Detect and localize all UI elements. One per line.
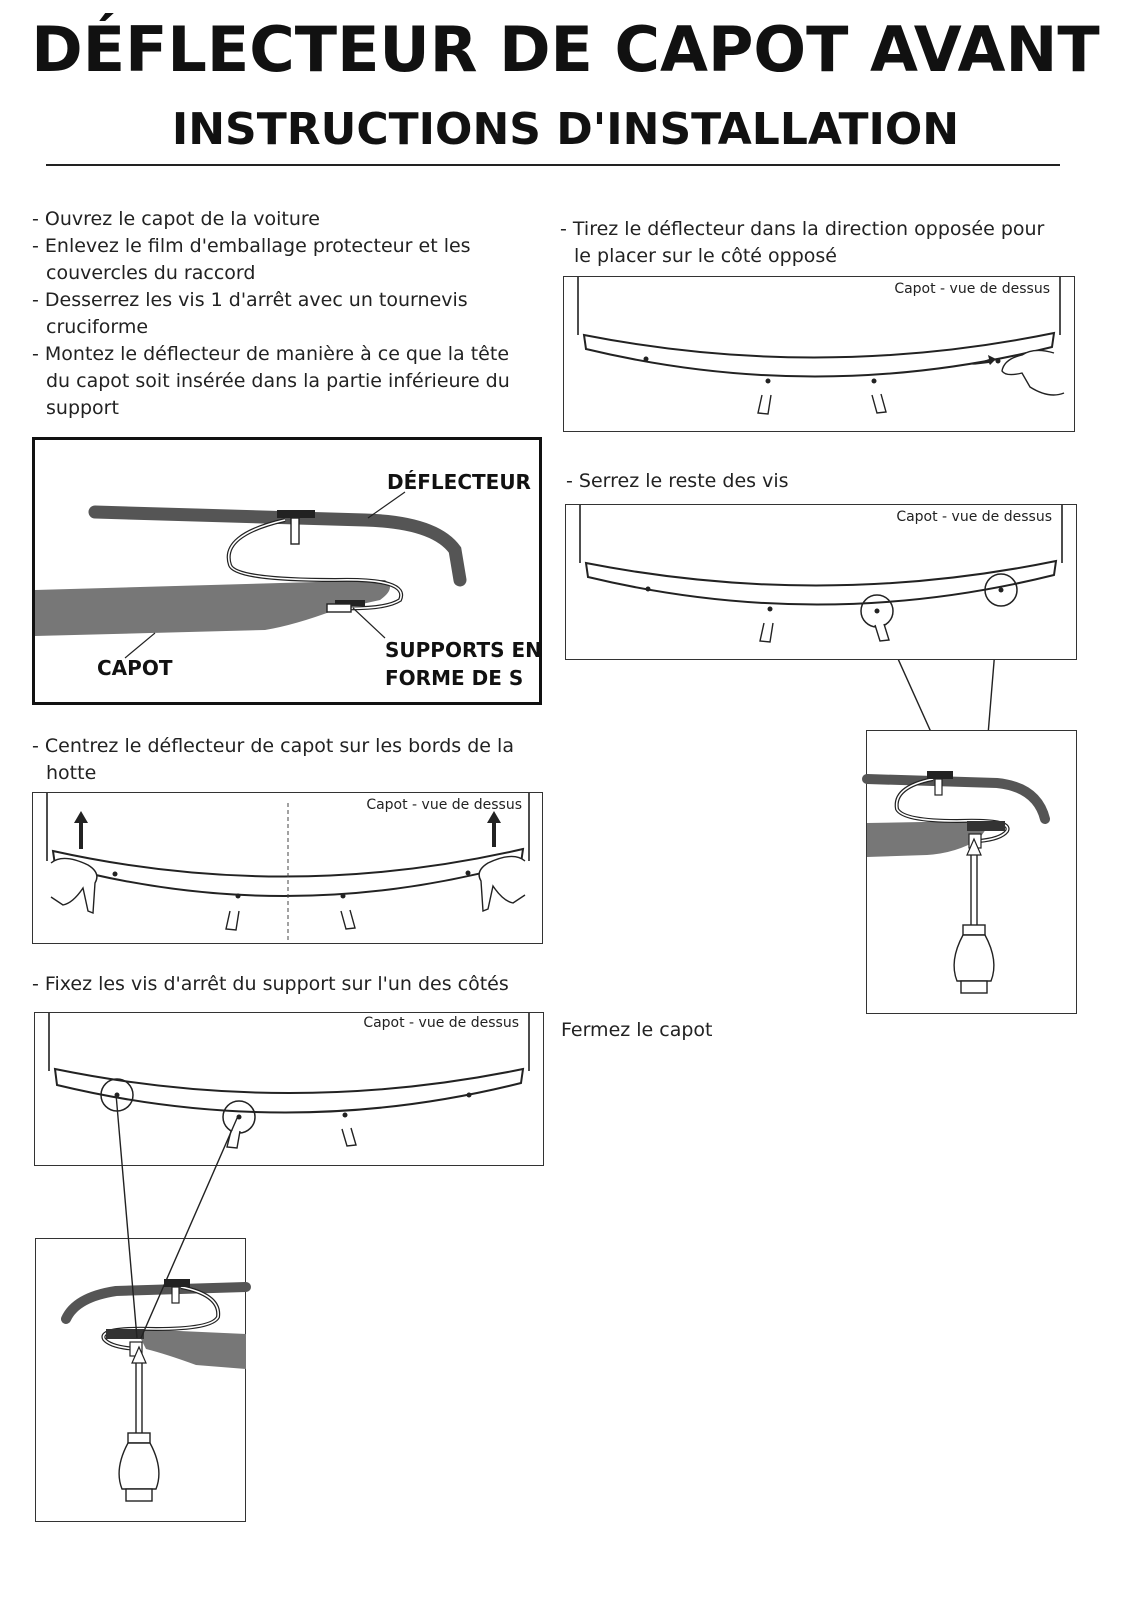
pull-top-view-illustration bbox=[577, 277, 1065, 415]
step-line: support bbox=[46, 397, 119, 419]
fix-detail-figure bbox=[35, 1238, 251, 1522]
center-top-view-illustration bbox=[46, 793, 530, 943]
page-title: DÉFLECTEUR DE CAPOT AVANT bbox=[31, 13, 1100, 86]
step-line: - Tirez le déflecteur dans la direction … bbox=[560, 218, 1045, 240]
cross-section-figure: DÉFLECTEUR CAPOT SUPPORTS EN FORME DE S bbox=[32, 437, 542, 705]
fix-top-view: Capot - vue de dessus bbox=[34, 1012, 544, 1166]
deflector-label: DÉFLECTEUR bbox=[387, 470, 531, 494]
center-top-view: Capot - vue de dessus bbox=[32, 792, 543, 944]
step-pull: - Tirez le déflecteur dans la direction … bbox=[560, 216, 1044, 270]
tighten-top-view: Capot - vue de dessus bbox=[565, 504, 1077, 660]
top-view-label: Capot - vue de dessus bbox=[363, 1015, 519, 1031]
step-line: cruciforme bbox=[46, 316, 149, 338]
step-center: - Centrez le déflecteur de capot sur les… bbox=[32, 733, 514, 787]
bracket-label: SUPPORTS EN FORME DE S bbox=[385, 636, 542, 692]
step-tighten: - Serrez le reste des vis bbox=[566, 470, 789, 492]
tighten-top-view-illustration bbox=[579, 505, 1063, 643]
step-line: - Montez le déflecteur de manière à ce q… bbox=[32, 343, 510, 365]
pull-top-view: Capot - vue de dessus bbox=[563, 276, 1075, 432]
bracket-label-line: FORME DE S bbox=[385, 666, 524, 690]
tighten-detail-figure bbox=[862, 730, 1077, 1014]
hood-label: CAPOT bbox=[97, 656, 173, 680]
header-divider bbox=[46, 164, 1060, 166]
page-subtitle: INSTRUCTIONS D'INSTALLATION bbox=[171, 104, 960, 155]
bracket-label-line: SUPPORTS EN bbox=[385, 638, 542, 662]
top-view-label: Capot - vue de dessus bbox=[366, 797, 522, 813]
cross-section-illustration bbox=[35, 491, 467, 659]
fix-detail-illustration bbox=[61, 1279, 251, 1502]
tighten-detail-illustration bbox=[862, 771, 1050, 994]
fix-top-view-illustration bbox=[48, 1013, 530, 1149]
step-line: - Ouvrez le capot de la voiture bbox=[32, 208, 320, 230]
top-view-label: Capot - vue de dessus bbox=[894, 281, 1050, 297]
step-close: Fermez le capot bbox=[561, 1019, 713, 1041]
step-line: le placer sur le côté opposé bbox=[574, 245, 837, 267]
top-view-label: Capot - vue de dessus bbox=[896, 509, 1052, 525]
step-line: hotte bbox=[46, 762, 97, 784]
step-line: couvercles du raccord bbox=[46, 262, 256, 284]
step-line: - Centrez le déflecteur de capot sur les… bbox=[32, 735, 514, 757]
step-line: du capot soit insérée dans la partie inf… bbox=[46, 370, 510, 392]
step-line: - Enlevez le film d'emballage protecteur… bbox=[32, 235, 471, 257]
step-line: - Desserrez les vis 1 d'arrêt avec un to… bbox=[32, 289, 468, 311]
step-fix: - Fixez les vis d'arrêt du support sur l… bbox=[32, 973, 509, 995]
intro-steps: - Ouvrez le capot de la voiture - Enleve… bbox=[32, 206, 510, 422]
